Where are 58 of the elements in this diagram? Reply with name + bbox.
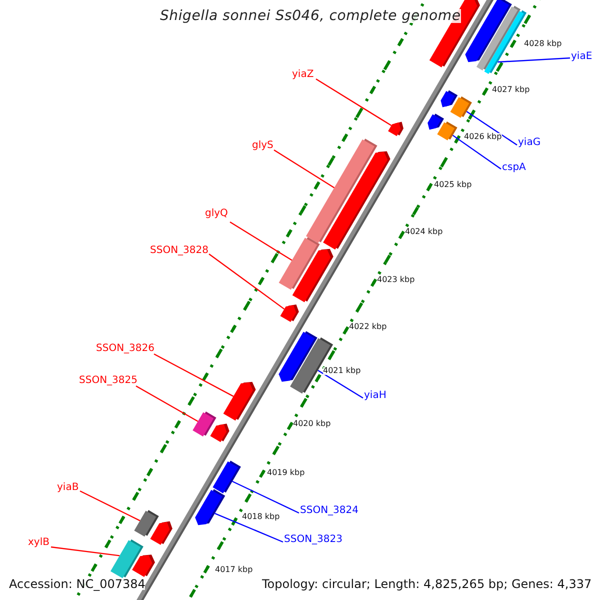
gene-block <box>192 412 216 436</box>
map-title: Shigella sonnei Ss046, complete genome <box>160 9 461 23</box>
leader-line <box>208 254 285 310</box>
leader-line <box>154 353 234 397</box>
scale-label: 4020 kbp <box>293 420 331 428</box>
gene-label: SSON_3828 <box>150 246 208 256</box>
gene-block <box>388 122 404 136</box>
gene-block <box>278 237 320 290</box>
leader-line <box>316 78 392 126</box>
leader-line <box>214 512 284 543</box>
gene-label: yiaH <box>364 391 386 401</box>
leader-line <box>232 480 300 514</box>
leader-line <box>230 221 292 261</box>
gene-block <box>280 304 299 322</box>
leader-line <box>452 134 502 170</box>
gene-block <box>132 554 155 577</box>
gene-block <box>212 460 241 494</box>
scale-label: 4027 kbp <box>492 86 530 94</box>
gene-block <box>306 138 378 244</box>
scale-label: 4028 kbp <box>524 40 562 48</box>
gene-label: xylB <box>28 538 50 548</box>
leader-line <box>318 370 364 399</box>
gene-block <box>195 489 226 526</box>
gene-label: glyS <box>252 141 274 151</box>
gene-label: SSON_3823 <box>284 535 342 545</box>
gene-block <box>223 382 256 421</box>
gene-block <box>210 424 230 442</box>
gene-label: yiaE <box>571 52 592 62</box>
leader-line <box>466 111 518 146</box>
leader-line <box>498 57 570 63</box>
scale-label: 4018 kbp <box>242 513 280 521</box>
leader-line <box>80 490 140 522</box>
gene-label: glyQ <box>205 209 228 219</box>
gene-block <box>440 90 458 108</box>
scale-label: 4019 kbp <box>267 469 305 477</box>
gene-block <box>150 521 172 545</box>
scale-label: 4023 kbp <box>377 276 415 284</box>
leader-line <box>274 150 335 188</box>
leader-line <box>50 546 120 556</box>
scale-label: 4017 kbp <box>215 566 253 574</box>
gene-block <box>428 114 444 130</box>
gene-block <box>450 96 472 118</box>
gene-label: SSON_3824 <box>300 506 358 516</box>
gene-label: yiaZ <box>292 70 314 80</box>
scale-label: 4026 kbp <box>464 133 502 141</box>
scale-label: 4025 kbp <box>434 181 472 189</box>
scale-label: 4022 kbp <box>349 323 387 331</box>
gene-label: cspA <box>502 163 526 173</box>
leader-line <box>136 385 198 422</box>
scale-label: 4024 kbp <box>405 228 443 236</box>
gene-block <box>437 121 458 140</box>
info-text: Topology: circular; Length: 4,825,265 bp; Genes: 4,337 <box>262 578 592 590</box>
gene-label: yiaG <box>518 138 541 148</box>
gene-label: SSON_3825 <box>79 376 138 386</box>
info-text: Accession: NC_007384 <box>9 578 146 590</box>
gene-label: yiaB <box>57 483 79 493</box>
scale-label: 4021 kbp <box>323 367 361 375</box>
gene-label: SSON_3826 <box>96 344 154 354</box>
